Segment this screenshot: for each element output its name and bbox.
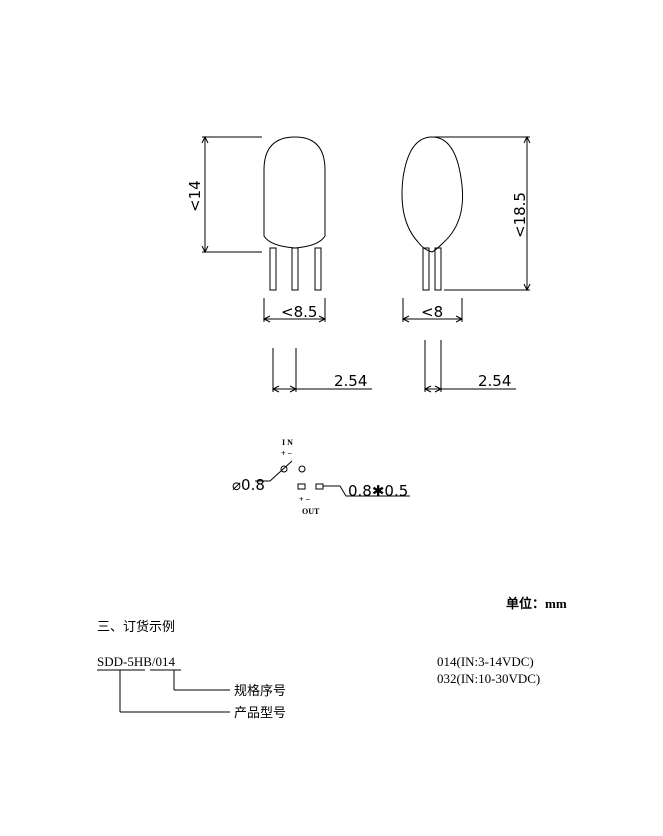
pin-label-out: OUT: [302, 507, 320, 516]
component-pins-side: [422, 247, 442, 291]
unit-note: 单位：mm: [506, 596, 567, 611]
pin-label-out-signs: + −: [299, 495, 311, 504]
dim-height-left: <14: [186, 180, 204, 212]
component-pins-front: [269, 247, 322, 291]
height-dimension-left: [201, 135, 262, 254]
label-spec-serial: 规格序号: [234, 683, 287, 698]
width-dimension-right: [401, 298, 464, 323]
dim-pitch-left: 2.54: [334, 372, 367, 390]
dim-hole-diameter: ⌀0.8: [232, 476, 265, 494]
pad: [297, 483, 306, 490]
component-body-side: [401, 136, 464, 253]
pcb-footprint: [255, 460, 410, 497]
dim-width-left: <8.5: [281, 303, 317, 321]
model-code: SDD-5HB/014: [97, 654, 176, 669]
dim-width-right: <8: [421, 303, 443, 321]
pad: [315, 483, 324, 490]
dim-pad-size: 0.8✱0.5: [348, 482, 408, 500]
pin-label-in: I N: [282, 438, 293, 447]
order-code-callouts: [97, 669, 230, 713]
pin-hole: [298, 465, 306, 473]
width-dimension-left: [262, 298, 327, 323]
dim-pitch-right: 2.54: [478, 372, 511, 390]
component-body-front: [263, 136, 326, 249]
spec-option-1: 014(IN:3-14VDC): [437, 654, 534, 669]
pitch-dimension-right: [423, 340, 516, 393]
pin-hole: [280, 465, 288, 473]
pin-label-in-signs: + −: [281, 449, 293, 458]
label-product-model: 产品型号: [234, 705, 287, 720]
section-title: 三、订货示例: [97, 619, 176, 634]
height-dimension-right: [434, 135, 531, 292]
dim-height-right: <18.5: [511, 192, 529, 238]
pitch-dimension-left: [271, 348, 372, 393]
spec-option-2: 032(IN:10-30VDC): [437, 671, 541, 686]
